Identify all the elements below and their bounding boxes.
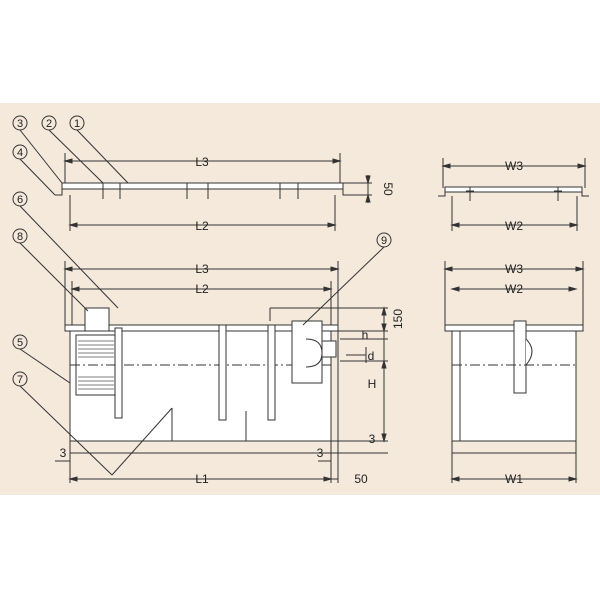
- top-w3-label: W3: [505, 159, 523, 173]
- callout-circles: [12, 115, 392, 387]
- technical-drawing: 1 2 3 4 6 8 9 5 7 L3 L2 50 W3 W2 L3 L2 L…: [0, 103, 600, 495]
- callout-leaders: [19, 129, 385, 476]
- side-w3-label: W3: [505, 262, 523, 276]
- front-H-label: H: [368, 377, 377, 391]
- top-w2-label: W2: [505, 219, 523, 233]
- front-50-label: 50: [354, 472, 368, 486]
- callout-5: 5: [17, 337, 23, 349]
- basket-hatch: [78, 340, 114, 390]
- drawing-panel: 1 2 3 4 6 8 9 5 7 L3 L2 50 W3 W2 L3 L2 L…: [0, 103, 600, 495]
- top-side-view: [438, 158, 589, 231]
- front-3-left-label: 3: [60, 446, 67, 460]
- callout-6: 6: [17, 194, 23, 206]
- front-3-right-label: 3: [369, 432, 376, 446]
- front-h-label: h: [362, 328, 369, 342]
- callout-9: 9: [381, 235, 387, 247]
- front-l3-label: L3: [195, 262, 209, 276]
- callout-4: 4: [17, 147, 23, 159]
- front-section-view: [55, 261, 388, 483]
- callout-3: 3: [17, 118, 23, 130]
- top-grating-view: [55, 153, 372, 231]
- callout-7: 7: [17, 374, 23, 386]
- front-3-mid-label: 3: [317, 446, 324, 460]
- top-50-label: 50: [381, 182, 395, 196]
- top-l3-label: L3: [195, 155, 209, 169]
- grating-bolts: [99, 183, 302, 199]
- front-d-label: d: [368, 349, 375, 363]
- callout-2: 2: [46, 118, 52, 130]
- front-150-label: 150: [391, 309, 405, 329]
- side-w1-label: W1: [505, 472, 523, 486]
- front-l2-label: L2: [195, 282, 209, 296]
- side-w2-label: W2: [505, 282, 523, 296]
- callout-8: 8: [17, 231, 23, 243]
- top-grating-bar: [61, 182, 344, 190]
- front-l1-label: L1: [195, 472, 209, 486]
- top-l2-label: L2: [195, 219, 209, 233]
- side-section-view: [443, 261, 585, 483]
- callout-1: 1: [74, 118, 80, 130]
